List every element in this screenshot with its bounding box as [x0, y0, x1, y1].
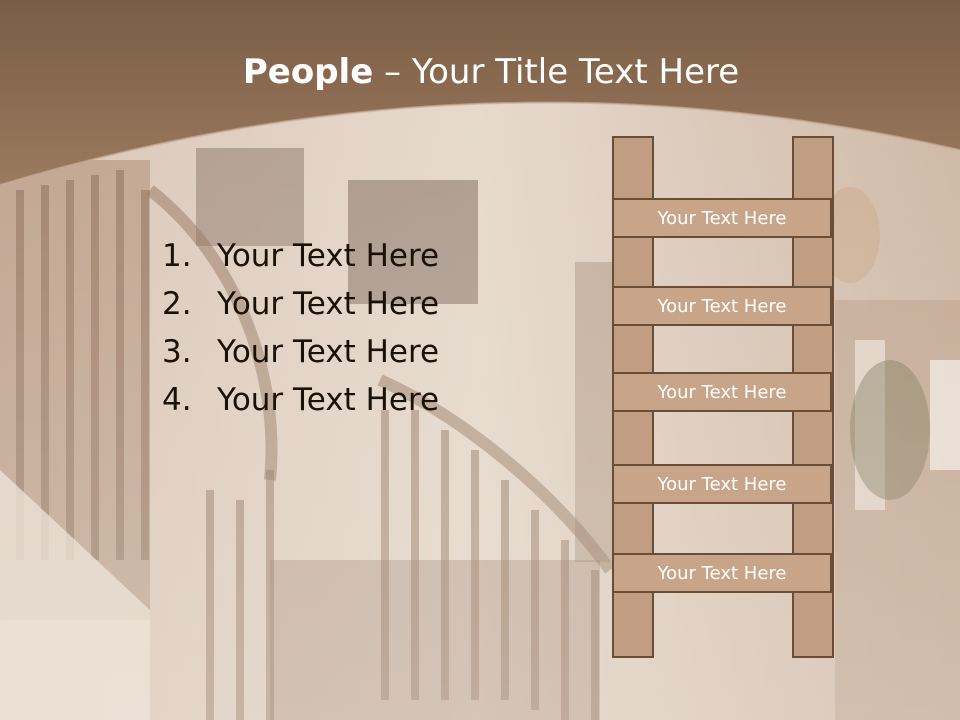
list-item-number: 3. — [162, 334, 192, 370]
title-bold: People — [242, 52, 374, 92]
list-item: 1. Your Text Here — [162, 232, 439, 280]
page-title: People – Your Title Text Here — [0, 52, 960, 92]
ladder-rung-3: Your Text Here — [612, 372, 832, 412]
list-item-number: 1. — [162, 238, 192, 274]
ladder-rung-1: Your Text Here — [612, 198, 832, 238]
list-item-text: Your Text Here — [217, 334, 440, 370]
list-item: 3. Your Text Here — [162, 328, 439, 376]
ladder-rung-4: Your Text Here — [612, 464, 832, 504]
ladder-rung-5: Your Text Here — [612, 553, 832, 593]
title-rest: – Your Title Text Here — [373, 52, 740, 92]
list-item: 2. Your Text Here — [162, 280, 439, 328]
list-item-text: Your Text Here — [217, 382, 440, 418]
list-item-number: 4. — [162, 382, 192, 418]
list-item: 4. Your Text Here — [162, 376, 439, 424]
ladder-rung-2: Your Text Here — [612, 286, 832, 326]
list-item-number: 2. — [162, 286, 192, 322]
list-item-text: Your Text Here — [217, 238, 440, 274]
numbered-list: 1. Your Text Here 2. Your Text Here 3. Y… — [162, 232, 439, 424]
list-item-text: Your Text Here — [217, 286, 440, 322]
